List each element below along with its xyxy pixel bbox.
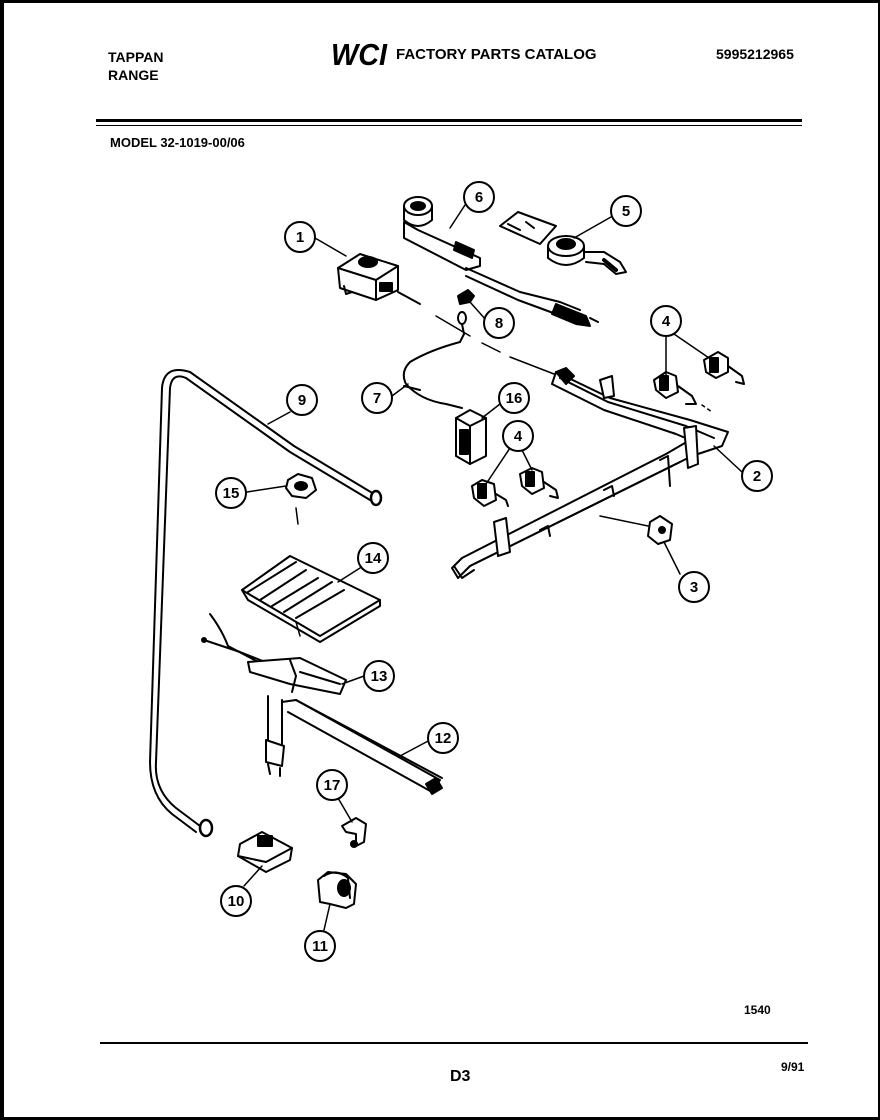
callout-3-label: 3: [690, 579, 698, 596]
callout-8: 8: [483, 307, 515, 339]
part-4-valve-upper: [653, 351, 745, 405]
page-border-top: [0, 0, 880, 3]
callout-5-label: 5: [622, 203, 630, 220]
callout-12: 12: [427, 722, 459, 754]
callout-13: 13: [363, 660, 395, 692]
callout-9: 9: [286, 384, 318, 416]
page-border-right: [878, 0, 880, 1120]
part-15-nut: [285, 473, 317, 499]
catalog-title: FACTORY PARTS CATALOG: [396, 46, 597, 63]
part-5-burner-assembly: [499, 211, 627, 275]
diagram-code: 1540: [744, 1003, 771, 1017]
callout-13-label: 13: [371, 668, 388, 685]
part-14-baffle: [241, 555, 381, 643]
part-1-regulator: [337, 253, 421, 305]
callout-15-label: 15: [223, 485, 240, 502]
callout-leaders: [243, 204, 743, 931]
part-4-valve-lower: [471, 467, 559, 507]
part-3-clip: [647, 515, 673, 545]
callout-5: 5: [610, 195, 642, 227]
callout-11: 11: [304, 930, 336, 962]
part-17-bracket: [341, 817, 367, 848]
part-13-igniter: [201, 613, 347, 695]
callout-1-label: 1: [296, 229, 304, 246]
wci-logo: WCI: [331, 38, 388, 70]
callouts: 1 6 5 8 4 9 7 16 4 2 15 14 3 13 12 17 10…: [215, 181, 773, 962]
footer-rule: [100, 1042, 808, 1044]
callout-4-upper-label: 4: [662, 313, 671, 330]
brand-block: TAPPAN RANGE: [108, 48, 163, 84]
part-8-clip: [457, 289, 475, 343]
callout-3: 3: [678, 571, 710, 603]
callout-17: 17: [316, 769, 348, 801]
callout-11-label: 11: [312, 938, 328, 955]
callout-1: 1: [284, 221, 316, 253]
page-identifier: D3: [450, 1068, 471, 1085]
assembly-lines: [295, 315, 713, 637]
callout-12-label: 12: [435, 730, 452, 747]
part-2-manifold: [451, 367, 729, 579]
header-rule-thin: [96, 125, 802, 126]
product-type: RANGE: [108, 67, 159, 83]
callout-17-label: 17: [324, 777, 341, 794]
callout-4-lower: 4: [502, 420, 534, 452]
callout-4-lower-label: 4: [514, 428, 523, 445]
callout-14: 14: [357, 542, 389, 574]
model-number: MODEL 32-1019-00/06: [110, 135, 245, 150]
callout-16: 16: [498, 382, 530, 414]
callout-6-label: 6: [475, 189, 483, 206]
part-16-switch: [455, 409, 487, 465]
brand-name: TAPPAN: [108, 49, 164, 65]
callout-9-label: 9: [298, 392, 306, 409]
callout-4-upper: 4: [650, 305, 682, 337]
part-9-tube: [149, 369, 383, 838]
callout-8-label: 8: [495, 315, 503, 332]
part-11-mount: [317, 871, 357, 909]
callout-16-label: 16: [506, 390, 523, 407]
callout-2: 2: [741, 460, 773, 492]
callout-10-label: 10: [228, 893, 245, 910]
part-12-oven-burner: [265, 695, 443, 795]
page-border-left: [0, 0, 4, 1120]
catalog-part-number: 5995212965: [716, 46, 794, 62]
part-6-burner-assembly: [403, 196, 599, 327]
part-10-bracket: [237, 831, 293, 873]
callout-2-label: 2: [753, 468, 761, 485]
logo-text: WCI: [331, 38, 388, 70]
callout-10: 10: [220, 885, 252, 917]
callout-15: 15: [215, 477, 247, 509]
callout-7: 7: [361, 382, 393, 414]
part-7-lead-wire: [402, 341, 463, 409]
callout-14-label: 14: [365, 550, 382, 567]
callout-7-label: 7: [373, 390, 381, 407]
page-border-bottom: [0, 1117, 880, 1120]
header-rule: [96, 119, 802, 122]
revision-date: 9/91: [781, 1060, 805, 1074]
callout-6: 6: [463, 181, 495, 213]
